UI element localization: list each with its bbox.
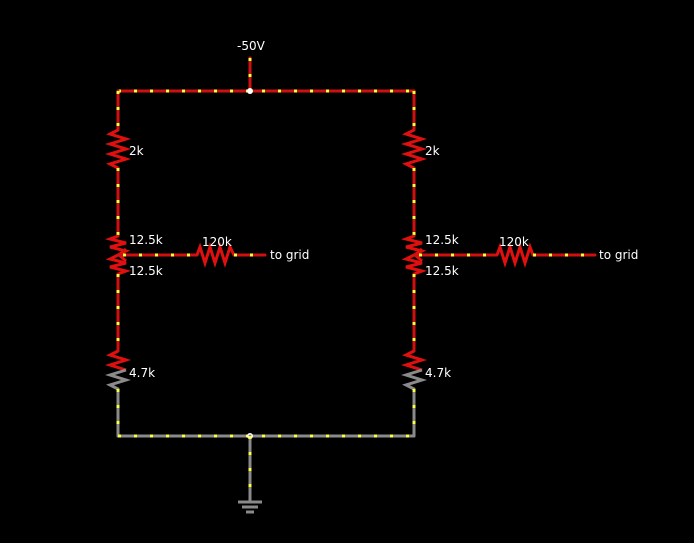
left-4.7k-label: 4.7k — [129, 366, 155, 380]
right-to-grid-label: to grid — [599, 248, 638, 262]
right-branch — [400, 89, 597, 438]
left-2k-label: 2k — [129, 144, 144, 158]
right-2k-label: 2k — [425, 144, 440, 158]
right-12.5k-upper-label: 12.5k — [425, 233, 459, 247]
left-120k-resistor — [195, 241, 236, 269]
left-12.5k-upper-label: 12.5k — [129, 233, 163, 247]
right-4.7k-label: 4.7k — [425, 366, 451, 380]
left-12.5k-lower-resistor — [105, 253, 132, 276]
left-120k-label: 120k — [202, 235, 232, 249]
left-4.7k-resistor — [104, 349, 132, 372]
left-2k-resistor — [104, 128, 132, 170]
right-4.7k-resistor — [400, 349, 428, 372]
right-2k-resistor — [400, 128, 428, 170]
ground-icon — [238, 500, 262, 514]
right-120k-label: 120k — [499, 235, 529, 249]
top-junction-node — [247, 88, 253, 94]
right-12.5k-lower-label: 12.5k — [425, 264, 459, 278]
left-12.5k-lower-label: 12.5k — [129, 264, 163, 278]
right-120k-resistor — [495, 241, 535, 269]
supply-voltage-label: -50V — [237, 39, 266, 53]
left-to-grid-label: to grid — [270, 248, 309, 262]
right-12.5k-lower-resistor — [401, 253, 428, 276]
left-branch — [104, 89, 267, 438]
